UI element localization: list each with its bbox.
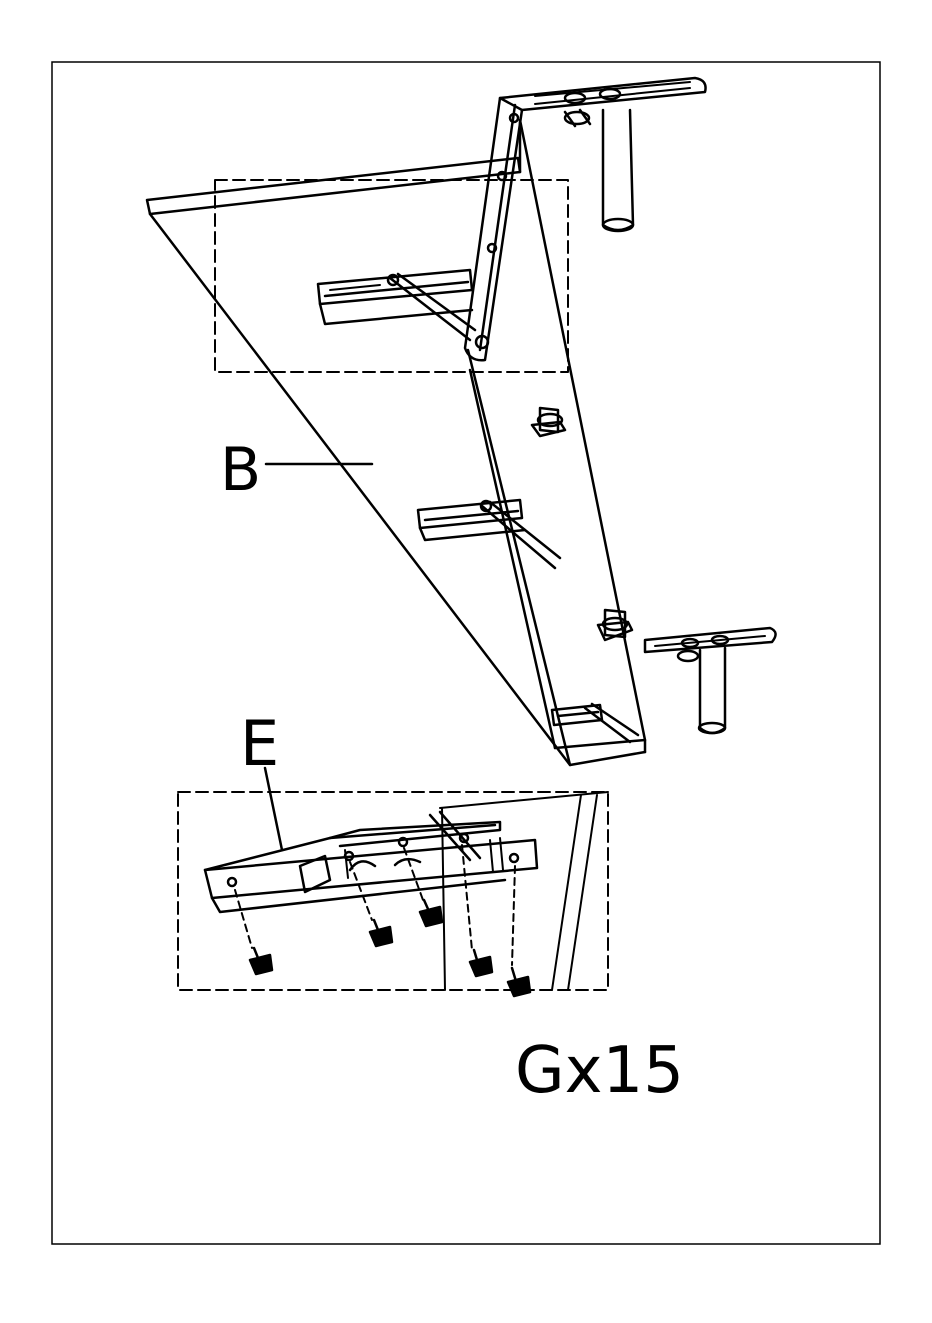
page-frame (52, 62, 880, 1244)
screw-5 (508, 968, 530, 996)
label-b: B (220, 435, 261, 505)
screw-3 (420, 900, 442, 926)
middle-knob (532, 408, 565, 436)
middle-cross-brace (418, 500, 560, 568)
label-e: E (240, 707, 279, 780)
bracket-e-detail (205, 812, 537, 912)
upper-leg-assembly (465, 78, 706, 360)
leader-line-e (265, 768, 282, 850)
lower-knob (598, 610, 632, 640)
screw-4 (470, 950, 492, 976)
label-screw-count: Gx15 (515, 1034, 684, 1108)
detail-box-lower (178, 792, 608, 990)
upper-cross-brace (318, 270, 475, 340)
screws-g (250, 900, 530, 996)
screw-1 (250, 948, 272, 974)
lower-leg-assembly (645, 628, 776, 733)
screw-2 (370, 920, 392, 946)
bottom-cross-brace (552, 704, 638, 742)
